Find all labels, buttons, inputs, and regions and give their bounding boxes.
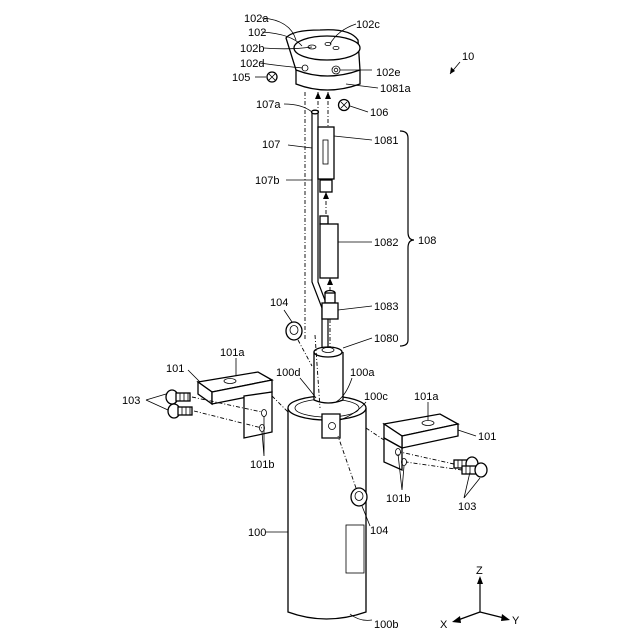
- label-104-upper: 104: [270, 297, 288, 309]
- screw-103-left-b: [168, 404, 192, 418]
- label-101a-left: 101a: [220, 347, 245, 359]
- label-100a: 100a: [350, 367, 375, 379]
- plug-104-upper: [286, 322, 312, 366]
- part-1082: [320, 216, 338, 278]
- axis-label-z: Z: [476, 565, 483, 577]
- brace-108: [400, 131, 414, 346]
- label-102b: 102b: [240, 43, 264, 55]
- part-1081: [318, 127, 334, 192]
- label-1080: 1080: [374, 333, 398, 345]
- bracket-101-right: [384, 414, 458, 470]
- label-104-lower: 104: [370, 525, 388, 537]
- label-102a: 102a: [244, 13, 269, 25]
- screw-103-left-a: [166, 390, 190, 404]
- label-101b-right: 101b: [386, 493, 410, 505]
- axis-label-y: Y: [512, 615, 520, 627]
- label-103-right: 103: [458, 501, 476, 513]
- label-100c: 100c: [364, 391, 388, 403]
- label-107a: 107a: [256, 99, 281, 111]
- axis-label-x: X: [440, 619, 448, 631]
- label-102d: 102d: [240, 58, 264, 70]
- screws-103-right: [400, 452, 487, 477]
- label-107: 107: [262, 139, 280, 151]
- lower-fitting-100c: [322, 414, 340, 438]
- screw-105: [267, 72, 277, 82]
- cap-102: [286, 30, 360, 90]
- label-101b-left: 101b: [250, 459, 274, 471]
- label-1083: 1083: [374, 301, 398, 313]
- label-100d: 100d: [276, 367, 300, 379]
- arrow-head-10: [450, 67, 455, 74]
- label-1081: 1081: [374, 135, 398, 147]
- label-1082: 1082: [374, 237, 398, 249]
- label-108: 108: [418, 235, 436, 247]
- label-103-left: 103: [122, 395, 140, 407]
- label-107b: 107b: [255, 175, 279, 187]
- part-1083: [322, 291, 338, 320]
- label-100: 100: [248, 527, 266, 539]
- label-101-left: 101: [166, 363, 184, 375]
- connector-block-1080: [314, 347, 343, 403]
- screw-106: [339, 100, 350, 111]
- label-102c: 102c: [356, 19, 380, 31]
- label-102: 102: [248, 27, 266, 39]
- label-101a-right: 101a: [414, 391, 439, 403]
- label-102e: 102e: [376, 67, 400, 79]
- label-101-right: 101: [478, 431, 496, 443]
- assembly-line-right: [366, 428, 384, 440]
- coordinate-axes: Z Y X: [440, 565, 520, 631]
- assembly-line-left: [272, 396, 288, 412]
- label-100b: 100b: [374, 619, 398, 631]
- label-106: 106: [370, 107, 388, 119]
- label-10: 10: [462, 51, 474, 63]
- label-105: 105: [232, 72, 250, 84]
- label-1081a: 1081a: [380, 83, 411, 95]
